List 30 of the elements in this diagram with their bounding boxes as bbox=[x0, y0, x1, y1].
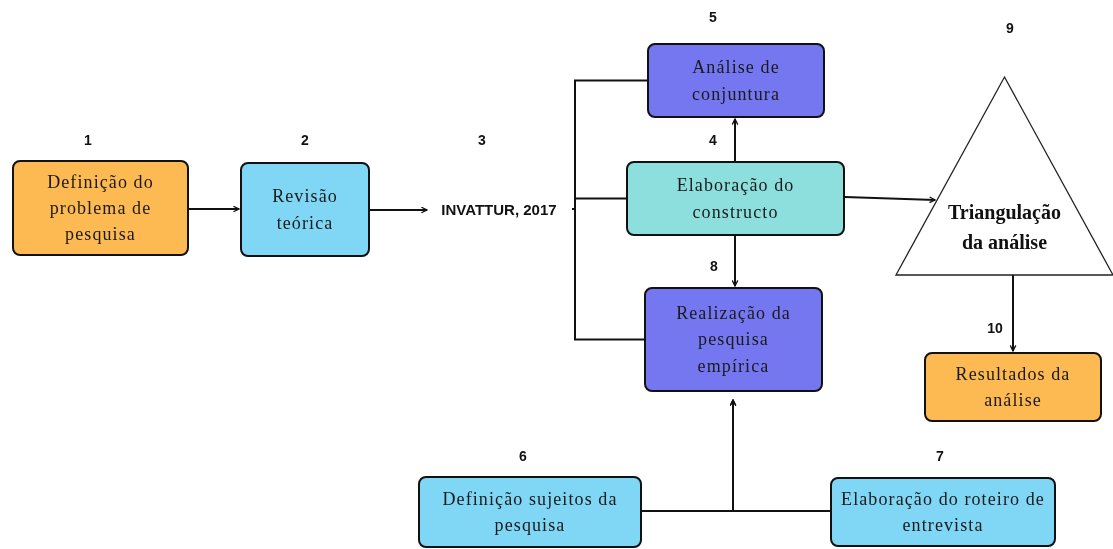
process-box: Elaboração do roteiro de entrevista bbox=[830, 477, 1056, 547]
connector-line bbox=[571, 208, 645, 341]
step-number: 7 bbox=[936, 448, 944, 464]
process-box: Definição sujeitos da pesquisa bbox=[418, 476, 642, 548]
triangle-shape bbox=[896, 77, 1113, 275]
step-number: 2 bbox=[301, 132, 309, 148]
arrow bbox=[1009, 274, 1017, 352]
step-number: 4 bbox=[709, 132, 717, 148]
arrow bbox=[729, 399, 831, 512]
process-box: Realização da pesquisa empírica bbox=[644, 287, 823, 392]
arrow bbox=[731, 118, 739, 162]
step-number: 8 bbox=[710, 258, 718, 274]
process-box: Resultados da análise bbox=[924, 352, 1102, 422]
step-number: 5 bbox=[709, 9, 717, 25]
step-number: 1 bbox=[84, 132, 92, 148]
source-label: INVATTUR, 2017 bbox=[428, 198, 570, 220]
process-box: Definição do problema de pesquisa bbox=[12, 160, 189, 256]
step-number: 3 bbox=[478, 132, 486, 148]
process-box: Revisão teórica bbox=[240, 162, 370, 257]
process-box: Elaboração do constructo bbox=[626, 161, 845, 236]
arrow bbox=[844, 196, 937, 204]
arrow bbox=[369, 206, 428, 214]
step-number: 10 bbox=[987, 320, 1003, 336]
connector-line bbox=[571, 197, 627, 210]
process-box: Análise de conjuntura bbox=[647, 43, 825, 118]
triangle-label: Triangulação da análise bbox=[947, 200, 1062, 255]
step-number: 6 bbox=[519, 448, 527, 464]
arrow bbox=[188, 205, 240, 213]
arrow bbox=[731, 235, 739, 287]
step-number: 9 bbox=[1006, 20, 1014, 36]
